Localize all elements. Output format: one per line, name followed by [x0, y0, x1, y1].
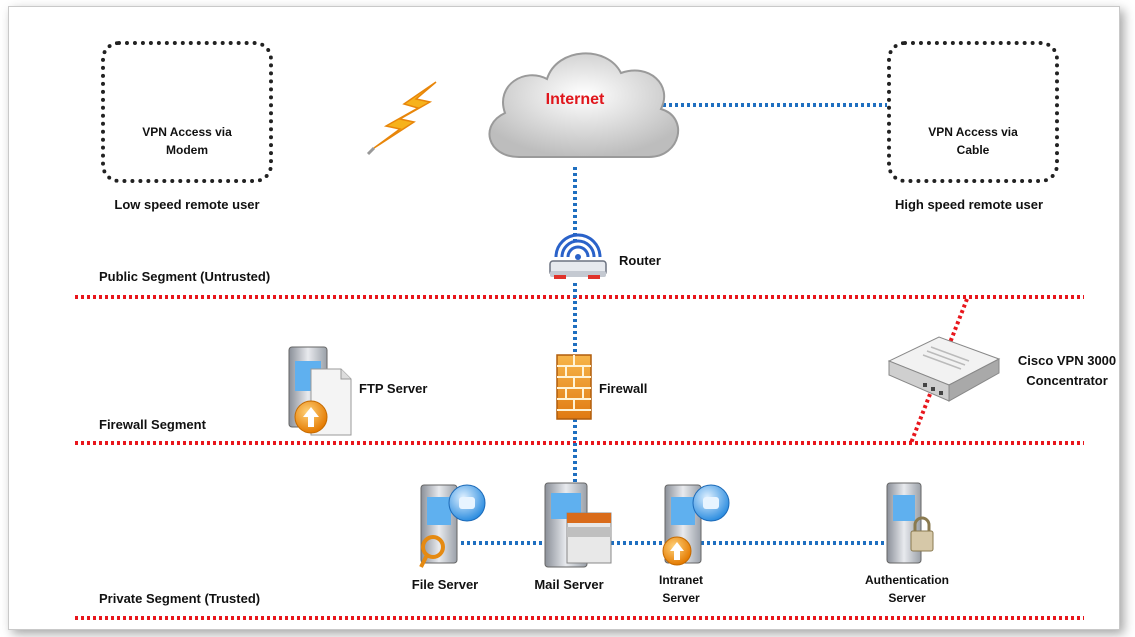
intranet-label-line1: Intranet — [658, 573, 704, 587]
ftp-server-label: FTP Server — [359, 381, 428, 396]
internet-label: Internet — [545, 91, 605, 108]
vpn-modem-line1: VPN Access via — [142, 125, 232, 139]
ftp-server-icon — [288, 346, 352, 436]
network-links — [461, 103, 897, 545]
firewall-segment-label: Firewall Segment — [99, 417, 206, 432]
high-speed-label: High speed remote user — [894, 197, 1044, 212]
file-server-label: File Server — [411, 577, 479, 592]
authentication-server-icon — [886, 482, 934, 564]
mail-server-icon — [544, 482, 612, 568]
concentrator-link-line — [909, 298, 969, 444]
vpn-concentrator-icon — [887, 336, 1001, 402]
firewall-label: Firewall — [599, 381, 648, 396]
lightning-icon — [366, 81, 437, 156]
intranet-label-line2: Server — [662, 591, 700, 605]
mail-server-label: Mail Server — [534, 577, 604, 592]
vpn-cable-line2: Cable — [956, 143, 990, 157]
vpn-cable-line1: VPN Access via — [928, 125, 1018, 139]
segment-lines — [75, 295, 1084, 620]
cisco-label-line2: Concentrator — [1026, 373, 1108, 388]
router-label: Router — [619, 253, 661, 268]
diagram-frame: VPN Access via Modem VPN Access via Cabl… — [8, 6, 1120, 630]
public-segment-label: Public Segment (Untrusted) — [99, 269, 271, 284]
auth-label-line2: Server — [888, 591, 926, 605]
cloud-icon — [488, 52, 679, 158]
vpn-modem-box: VPN Access via Modem — [101, 41, 273, 183]
firewall-icon — [556, 354, 592, 420]
low-speed-label: Low speed remote user — [114, 197, 260, 212]
auth-label-line1: Authentication — [865, 573, 949, 587]
private-segment-label: Private Segment (Trusted) — [99, 591, 261, 606]
vpn-modem-line2: Modem — [166, 143, 208, 157]
router-icon — [549, 233, 607, 279]
file-server-icon — [419, 484, 486, 568]
vpn-cable-box: VPN Access via Cable — [887, 41, 1059, 183]
cisco-label-line1: Cisco VPN 3000 — [1017, 353, 1117, 368]
intranet-server-icon — [662, 484, 730, 566]
